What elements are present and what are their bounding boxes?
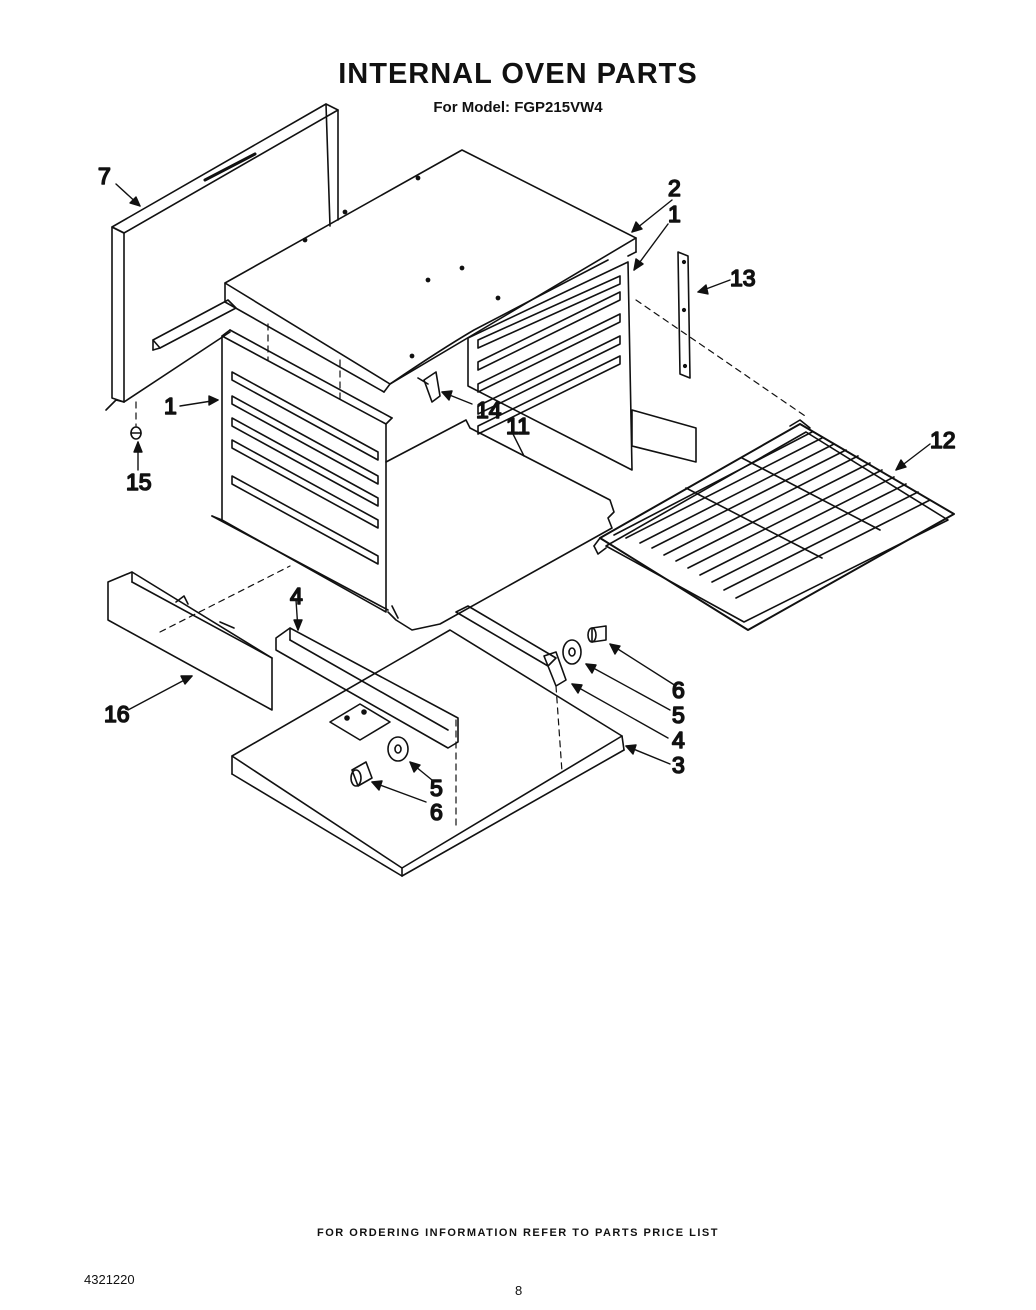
orifice-hood-left (350, 736, 409, 787)
model-subtitle: For Model: FGP215VW4 (433, 99, 603, 116)
screw-part-15 (130, 426, 142, 440)
callout-1-left: 1 (164, 393, 177, 419)
clip-part-14 (417, 371, 441, 403)
callout-leaders (115, 183, 931, 803)
alignment-lines (135, 299, 809, 827)
callout-5-left: 5 (430, 775, 443, 801)
oven-rack-part-12 (593, 419, 955, 631)
callout-7: 7 (98, 163, 111, 189)
callout-4-right: 4 (672, 727, 685, 753)
rear-panel-part-7 (105, 103, 339, 411)
callout-5-right: 5 (672, 702, 685, 728)
callout-15: 15 (126, 469, 152, 495)
oven-top-part-2 (224, 149, 637, 393)
callout-2: 2 (668, 175, 681, 201)
orifice-hood-right (562, 625, 607, 665)
callout-12: 12 (930, 427, 956, 453)
callout-6-right: 6 (672, 677, 685, 703)
callout-4-left: 4 (290, 583, 303, 609)
left-bracket (152, 299, 237, 351)
callout-14: 14 (476, 397, 502, 423)
callout-16: 16 (104, 701, 130, 727)
burner-rail-part-4 (275, 627, 459, 749)
base-pan-part-3 (231, 629, 625, 877)
front-trim-part-16 (107, 571, 273, 711)
document-part-number: 4321220 (84, 1272, 135, 1287)
oven-bottom-part-11 (385, 419, 615, 631)
page-title: INTERNAL OVEN PARTS (338, 58, 698, 90)
callout-13: 13 (730, 265, 756, 291)
callout-11: 11 (506, 413, 530, 439)
right-rack-support-part-1 (467, 261, 697, 471)
rack-stop-part-13 (677, 251, 691, 379)
ordering-note: FOR ORDERING INFORMATION REFER TO PARTS … (317, 1227, 719, 1239)
left-rack-support-part-1 (211, 329, 393, 613)
callout-1-right: 1 (668, 201, 681, 227)
callout-3: 3 (672, 752, 685, 778)
page-number: 8 (515, 1283, 523, 1298)
burner-rail-right-part-4 (455, 605, 567, 687)
callout-6-left: 6 (430, 799, 443, 825)
